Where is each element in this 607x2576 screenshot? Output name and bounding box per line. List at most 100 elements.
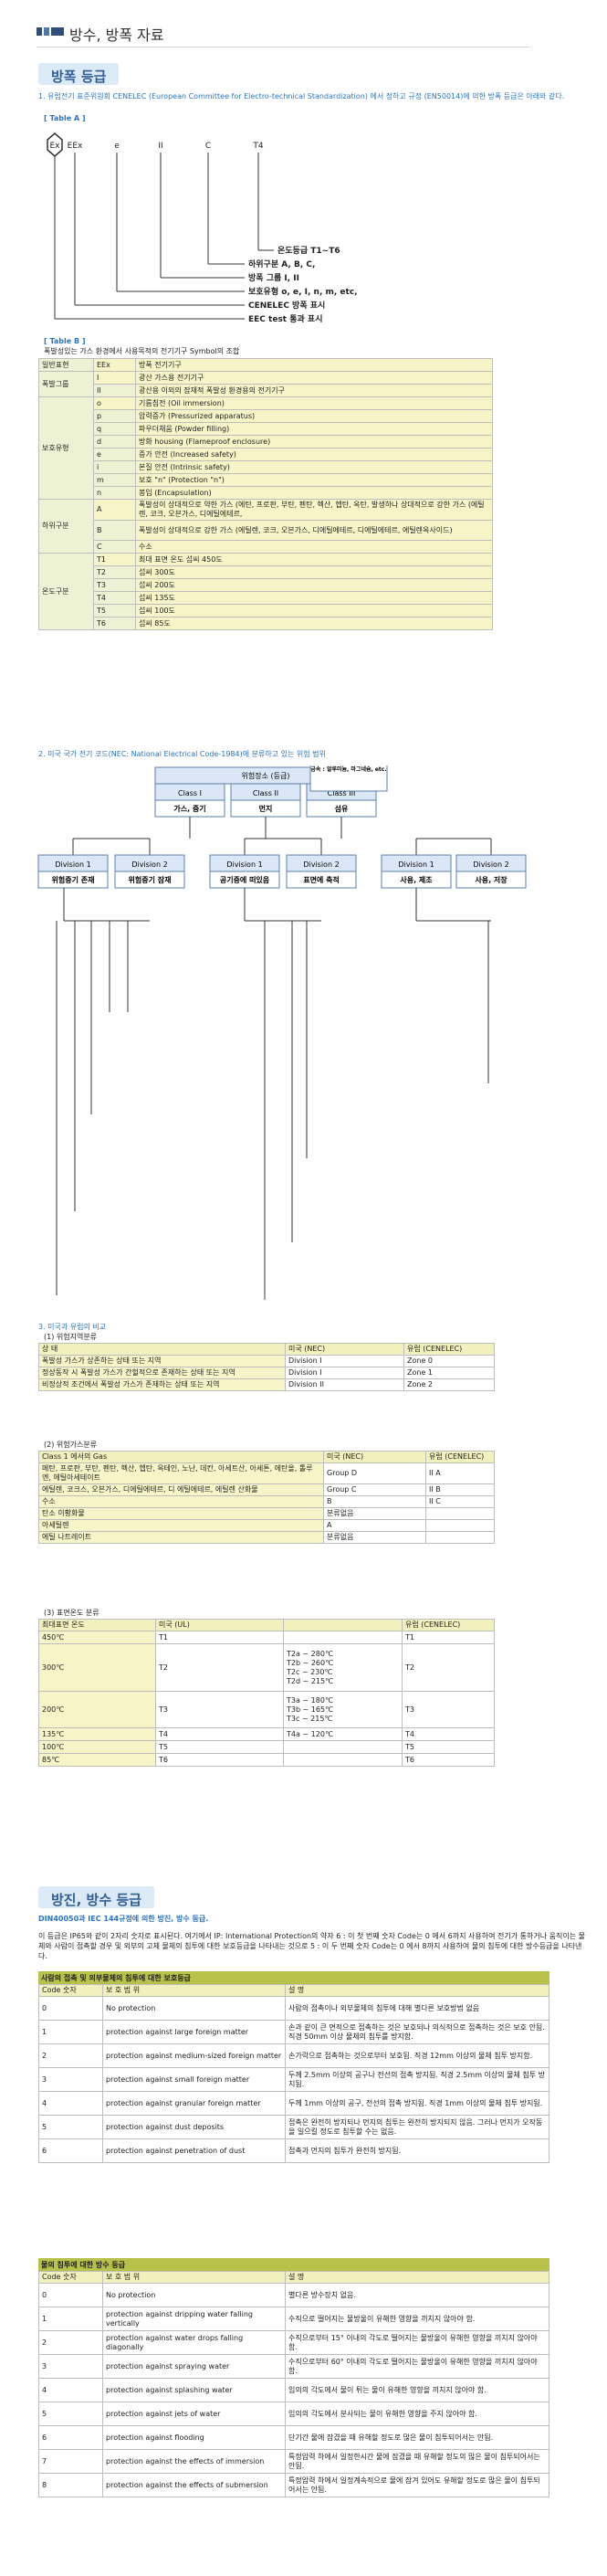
legend-eec: EEC test 통과 표시 — [248, 313, 323, 324]
intro-text: 1. 유럽전기 표준위원회 CENELEC (European Committe… — [38, 92, 565, 100]
legend-group: 방폭 그룹 I, II — [248, 272, 299, 283]
division-box-1-title: Division 2 — [131, 860, 167, 869]
table-cell: 1 — [38, 2020, 103, 2044]
table-cell: 100℃ — [38, 1740, 156, 1754]
marking-diagram: Ex EEx e II C T4 온도등급 T1~T6 하위구분 A, B, C… — [47, 132, 358, 324]
legend-cenelec: CENELEC 방폭 표시 — [248, 300, 325, 311]
table-cell: 탄소 이황화물 — [38, 1507, 324, 1520]
ip-table1-title: 사람의 접촉 및 외부물체의 침투에 대한 보호등급 — [38, 1971, 549, 1984]
table-cell: 분류없음 — [323, 1507, 426, 1520]
table-cell: Division II — [285, 1378, 404, 1391]
division-box-4-title: Division 1 — [398, 860, 434, 869]
row-code: e — [93, 448, 136, 461]
row-desc: 방폭 전기기구 — [135, 358, 493, 372]
row-code: q — [93, 422, 136, 436]
code-ex: Ex — [49, 142, 60, 151]
table-cell: 2 — [38, 2330, 103, 2355]
row-desc: 파우더채움 (Powder filling) — [135, 422, 493, 436]
table-cell: T1 — [402, 1631, 495, 1644]
table-cell: 수직으로부터 15° 이내의 각도로 떨어지는 물방울이 유해한 영향을 끼치지… — [285, 2330, 549, 2355]
row-desc: 보호 "n" (Protection "n") — [135, 473, 493, 487]
table-cell: 8 — [38, 2473, 103, 2497]
table-cell: protection against penetration of dust — [102, 2138, 286, 2163]
table-cell: T3 — [155, 1691, 284, 1728]
table-cell: T4 — [402, 1727, 495, 1741]
table-cell: T5 — [155, 1740, 284, 1754]
table-cell: Zone 0 — [403, 1355, 495, 1367]
table-a-label: [ Table A ] — [44, 114, 86, 122]
table-cell: Group C — [323, 1483, 426, 1496]
ip-text: 이 등급은 IP65와 같이 2자리 숫자로 표시된다. 여기에서 IP: In… — [38, 1932, 585, 1960]
code-temp: T4 — [252, 142, 263, 151]
table-cell: A — [323, 1519, 426, 1532]
ip1-h0: Code 숫자 — [38, 1984, 103, 1997]
table-cell: 300℃ — [38, 1643, 156, 1692]
table-cell: 손과 같이 큰 면적으로 접촉하는 것은 보호되나 의식적으로 접촉하는 것은 … — [285, 2020, 549, 2044]
group-box-6-sub: 금속 : 알루미늄, 마그네슘, etc. — [310, 765, 386, 773]
row-code: T1 — [93, 553, 136, 566]
table-cell: 메탄, 프로판, 부탄, 펜탄, 헥산, 헵탄, 옥테인, 노난, 데칸, 아세… — [38, 1462, 324, 1484]
gas-h1: 미국 (NEC) — [323, 1451, 426, 1463]
row-code: II — [93, 384, 136, 397]
table-cell: protection against medium-sized foreign … — [102, 2043, 286, 2068]
table-cell: II B — [425, 1483, 495, 1496]
table-cell: Zone 2 — [403, 1378, 495, 1391]
area-h0: 상 태 — [38, 1343, 286, 1356]
temp-h3: 유럽 (CENELEC) — [402, 1619, 495, 1631]
row-desc: 폭발성이 상대적으로 강한 가스 (에틸렌, 코크, 오븐가스, 디에틸에테르,… — [135, 520, 493, 541]
row-code: m — [93, 473, 136, 487]
row-code: T6 — [93, 617, 136, 630]
table-cell: 사람의 접촉이나 외부물체의 침투에 대해 별다른 보호방법 없음 — [285, 1996, 549, 2021]
ip2-h2: 설 명 — [285, 2271, 549, 2284]
table-cell: T5 — [402, 1740, 495, 1754]
legend-temp: 온도등급 T1~T6 — [277, 246, 340, 256]
division-box-1-sub: 위험증기 잠재 — [129, 875, 172, 884]
table-cell — [283, 1753, 403, 1767]
table-cell: 특정압력 하에서 일정계속적으로 물에 잠겨 있어도 유해할 정도로 많은 물이… — [285, 2473, 549, 2497]
area-h1: 미국 (NEC) — [285, 1343, 404, 1356]
ip-table2-title: 물의 침투에 대한 방수 등급 — [38, 2258, 549, 2271]
division-box-2-title: Division 1 — [226, 860, 262, 869]
table-cell: protection against jets of water — [102, 2402, 286, 2426]
division-box-3-sub: 표면에 축적 — [303, 875, 340, 884]
table-cell: 135℃ — [38, 1727, 156, 1741]
row-desc: 봉입 (Encapsulation) — [135, 486, 493, 500]
table-cell: Division I — [285, 1355, 404, 1367]
table-row: 에틸렌, 코크스, 오븐가스, 디에틸에테르, 디 에틸에테르, 에틸렌 산화물… — [38, 1483, 495, 1496]
division-box-5-sub: 사용, 저장 — [475, 875, 508, 884]
table-cell: T3a ~ 180℃ T3b ~ 165℃ T3c ~ 215℃ — [283, 1691, 403, 1728]
row-desc: 광산 가스용 전기기구 — [135, 371, 493, 385]
row-group-label: 하위구분 — [38, 499, 94, 554]
ip2-h0: Code 숫자 — [38, 2271, 103, 2284]
table-row: 메탄, 프로판, 부탄, 펜탄, 헥산, 헵탄, 옥테인, 노난, 데칸, 아세… — [38, 1462, 495, 1484]
table-cell: No protection — [102, 1996, 286, 2021]
temp-h1: 미국 (UL) — [155, 1619, 284, 1631]
table-cell — [425, 1519, 495, 1532]
row-code: T2 — [93, 565, 136, 579]
table-cell: 수소 — [38, 1495, 324, 1508]
code-e: e — [114, 142, 120, 151]
table-cell: T3 — [402, 1691, 495, 1728]
